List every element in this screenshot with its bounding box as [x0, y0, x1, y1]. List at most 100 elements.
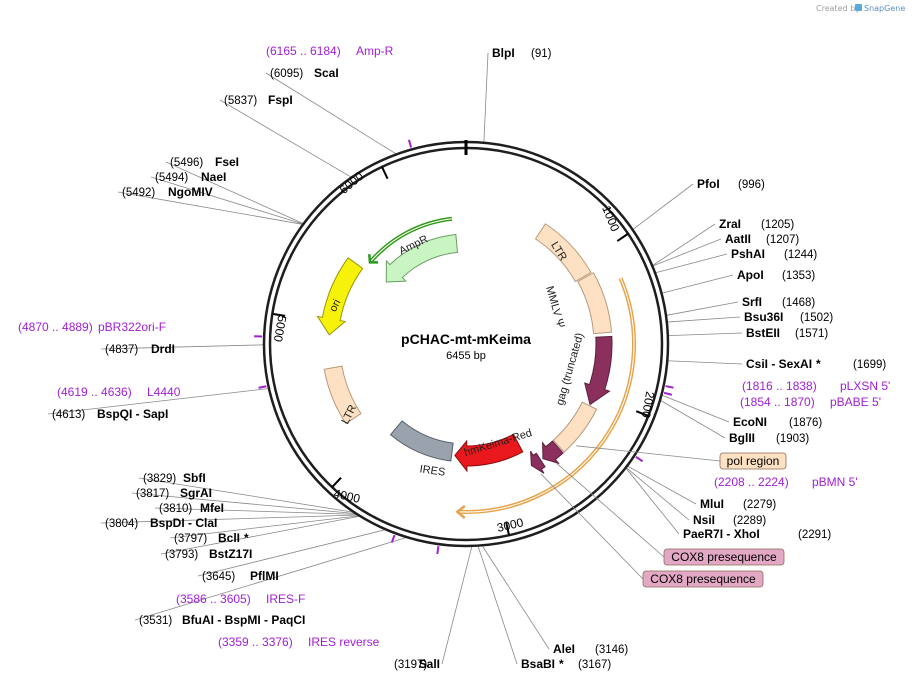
- site-position: (3197): [394, 659, 427, 671]
- restriction-site-label[interactable]: (3797)BclI*: [174, 531, 249, 545]
- primer-name: pBMN 5': [812, 475, 858, 489]
- restriction-site-label[interactable]: (1244)PshAI: [731, 247, 817, 261]
- primer-label[interactable]: (6165 .. 6184)Amp-R: [266, 44, 413, 148]
- label-text: COX8 presequence: [671, 550, 777, 564]
- site-leader-lines: [47, 52, 743, 665]
- restriction-site-label[interactable]: (1502)Bsu36I: [744, 310, 833, 324]
- tick-label: 5000: [271, 314, 289, 343]
- restriction-site-label[interactable]: (4837)DrdI: [105, 342, 175, 356]
- cox8-presequence-arrow-2: [530, 450, 546, 474]
- site-position: (3167): [578, 659, 611, 671]
- site-name: FspI: [268, 93, 293, 107]
- boxed-feature-label[interactable]: COX8 presequence: [663, 548, 785, 566]
- site-name: BstZ17I: [209, 547, 252, 561]
- primer-label[interactable]: (1854 .. 1870)pBABE 5': [663, 391, 881, 409]
- tick-label: 6000: [337, 169, 367, 197]
- restriction-site-label[interactable]: (5837)FspI: [224, 93, 293, 107]
- site-leader-line: [117, 191, 304, 225]
- site-leader-line: [138, 477, 355, 513]
- restriction-site-label[interactable]: (3810)MfeI: [159, 501, 224, 515]
- mmlv-psi-arrow: [577, 272, 613, 335]
- site-name: Bsu36I: [744, 310, 783, 324]
- restriction-site-label[interactable]: (3817)SgrAI: [136, 486, 212, 500]
- restriction-site-label[interactable]: (3645)PflMI: [202, 569, 279, 583]
- restriction-site-label[interactable]: (3531)BfuAI - BspMI - PaqCI: [139, 613, 305, 627]
- pol-region-arc-highlight: [457, 277, 635, 513]
- restriction-site-label[interactable]: (91)BlpI: [492, 46, 552, 60]
- restriction-site-label[interactable]: (6095)ScaI: [270, 66, 339, 80]
- site-star-marker: *: [559, 657, 564, 671]
- site-position: (1699): [853, 359, 886, 371]
- restriction-site-label[interactable]: (1353)ApoI: [737, 268, 815, 282]
- site-name: NgoMIV: [168, 185, 213, 199]
- primer-label[interactable]: (3359 .. 3376)IRES reverse: [218, 545, 440, 649]
- restriction-site-label[interactable]: (1207) AatII: [725, 232, 799, 246]
- site-position: (3804): [105, 518, 138, 530]
- site-name: AatII: [725, 232, 751, 246]
- restriction-site-label[interactable]: (4613)BspQI - SapI: [52, 407, 168, 421]
- feature-label: ori: [327, 297, 343, 313]
- site-position: (3531): [139, 615, 172, 627]
- site-name: BsaBI: [521, 657, 555, 671]
- tick-label: 2000: [639, 390, 657, 419]
- site-position: (3146): [595, 644, 628, 656]
- restriction-site-label[interactable]: (1699)CsiI - SexAI*: [746, 357, 886, 371]
- primer-range: (1816 .. 1838): [742, 379, 817, 393]
- site-leader-line: [625, 467, 690, 521]
- boxed-feature-label[interactable]: COX8 presequence: [642, 570, 764, 588]
- site-name: FseI: [215, 155, 239, 169]
- restriction-site-label[interactable]: (2289)NsiI: [693, 513, 766, 527]
- restriction-site-label[interactable]: (1571)BstEII: [746, 326, 828, 340]
- primer-name: pLXSN 5': [840, 379, 890, 393]
- label-box: [719, 452, 787, 470]
- site-position: (2279): [743, 499, 776, 511]
- site-position: (5496): [170, 157, 203, 169]
- restriction-site-label[interactable]: (996)PfoI: [697, 177, 765, 191]
- site-position: (1244): [784, 249, 817, 261]
- restriction-site-label[interactable]: (3793)BstZ17I: [165, 547, 252, 561]
- primer-label[interactable]: (3586 .. 3605)IRES-F: [176, 534, 396, 606]
- primer-label[interactable]: (4870 .. 4889)pBR322ori-F: [18, 320, 263, 338]
- watermark-brand: SnapGene: [864, 4, 905, 13]
- site-name: EcoNI: [733, 415, 767, 429]
- primer-label[interactable]: (2208 .. 2224)pBMN 5': [635, 456, 858, 489]
- restriction-site-label[interactable]: (3829)SbfI: [143, 471, 206, 485]
- box-leader-line: [556, 463, 665, 558]
- restriction-site-label[interactable]: (3804)BspDI - ClaI: [105, 516, 217, 530]
- restriction-site-label[interactable]: (2291)PaeR7I - XhoI: [683, 527, 831, 541]
- primer-name: Amp-R: [356, 44, 394, 58]
- tick-4: [331, 476, 342, 488]
- primer-name: L4440: [147, 385, 181, 399]
- primer-label[interactable]: (1816 .. 1838) pLXSN 5': [665, 379, 891, 393]
- site-position: (1876): [789, 417, 822, 429]
- primer-label[interactable]: (4619 .. 4636)L4440: [57, 385, 267, 399]
- restriction-site-label[interactable]: (3146)AleI: [553, 642, 628, 656]
- restriction-site-label[interactable]: (1205)ZraI: [719, 217, 794, 231]
- restriction-site-label[interactable]: (1876) EcoNI: [733, 415, 822, 429]
- restriction-site-label[interactable]: (3197)SalI: [394, 657, 440, 671]
- site-leader-line: [661, 274, 734, 294]
- restriction-site-label[interactable]: (5496) FseI: [170, 155, 239, 169]
- restriction-site-label[interactable]: (2279)MluI: [700, 497, 776, 511]
- site-name: SbfI: [183, 471, 206, 485]
- site-position: (5492): [122, 187, 155, 199]
- restriction-site-label[interactable]: (5494)NaeI: [155, 170, 226, 184]
- ires-block: [389, 420, 454, 462]
- restriction-site-label[interactable]: (3167) BsaBI *: [521, 657, 611, 671]
- site-name: SalI: [419, 657, 440, 671]
- restriction-site-label[interactable]: (1468)SrfI: [742, 295, 815, 309]
- site-position: (1205): [761, 219, 794, 231]
- primer-mark: [635, 456, 644, 463]
- snapgene-logo-icon: [855, 4, 862, 11]
- site-leader-line: [197, 529, 387, 577]
- site-position: (1207): [766, 234, 799, 246]
- site-position: (3810): [159, 503, 192, 515]
- site-name: NsiI: [693, 513, 715, 527]
- restriction-site-label[interactable]: (1903)BglII: [729, 431, 809, 445]
- site-name: BlpI: [492, 46, 515, 60]
- boxed-feature-label[interactable]: pol region: [719, 452, 787, 470]
- restriction-site-label[interactable]: (5492) NgoMIV: [122, 185, 213, 199]
- site-position: (3797): [174, 533, 207, 545]
- plasmid-name: pCHAC-mt-mKeima: [401, 331, 531, 347]
